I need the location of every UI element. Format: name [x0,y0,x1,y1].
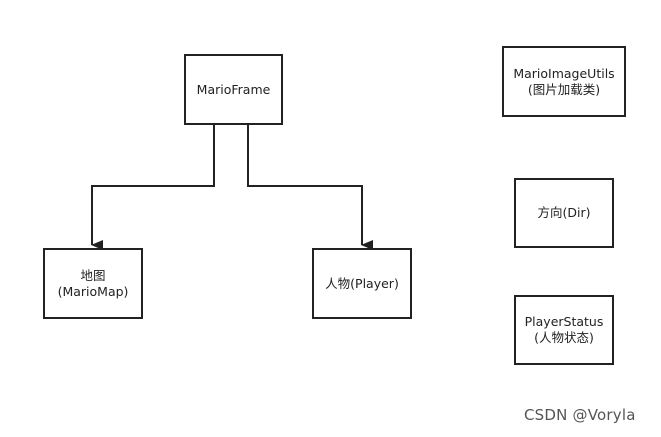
node-mario-map-label: 地图 [80,267,106,283]
node-mario-image-utils-label: MarioImageUtils [513,65,615,81]
node-mario-image-utils[interactable]: MarioImageUtils (图片加载类) [502,46,626,117]
node-mario-frame-label: MarioFrame [196,81,271,97]
watermark: CSDN @Voryla [524,406,636,424]
node-dir[interactable]: 方向(Dir) [514,178,614,248]
node-mario-map-sublabel: (MarioMap) [57,283,129,299]
node-dir-label: 方向(Dir) [537,205,591,220]
edge-frame-to-player [247,124,373,250]
edge-frame-to-map [91,124,215,250]
node-player-status-sublabel: (人物状态) [534,330,594,345]
node-mario-frame[interactable]: MarioFrame [184,54,283,125]
node-player-status-label: PlayerStatus [524,314,604,329]
node-player-label: 人物(Player) [325,275,399,291]
node-mario-image-utils-sublabel: (图片加载类) [527,81,601,97]
node-player-status[interactable]: PlayerStatus (人物状态) [514,295,614,365]
node-player[interactable]: 人物(Player) [312,248,412,319]
node-mario-map[interactable]: 地图 (MarioMap) [43,248,143,319]
